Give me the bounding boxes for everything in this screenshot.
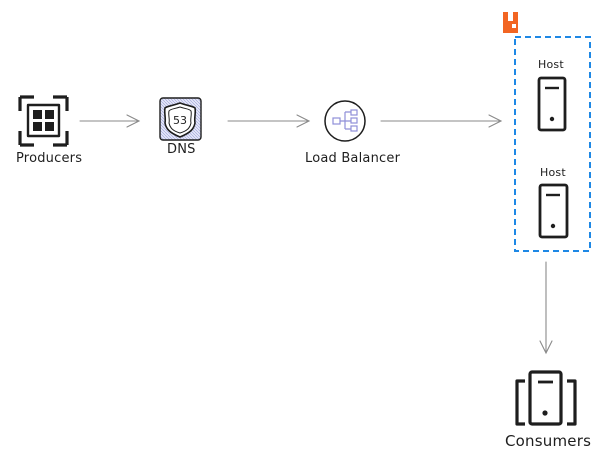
dns-badge-number: 53 <box>173 114 187 127</box>
grid-frame-icon <box>18 95 69 147</box>
arrow-load-balancer-to-cluster <box>380 114 503 128</box>
load-balancer-label: Load Balancer <box>305 151 401 166</box>
arrow-dns-to-load-balancer <box>227 114 311 128</box>
server-group-icon <box>515 370 577 426</box>
host-label: Host <box>538 58 564 71</box>
server-tower-icon <box>538 183 569 239</box>
arrow-cluster-to-consumers <box>539 261 553 355</box>
route53-shield-icon <box>159 97 202 141</box>
dns-label: DNS <box>167 142 196 157</box>
arrow-producers-to-dns <box>79 114 141 128</box>
server-tower-icon <box>537 76 567 132</box>
load-balancer-icon <box>324 100 366 142</box>
host-label: Host <box>540 166 566 179</box>
producers-label: Producers <box>16 151 83 166</box>
rabbitmq-logo-icon <box>503 12 518 33</box>
consumers-label: Consumers <box>505 432 592 450</box>
cluster-boundary <box>514 36 591 252</box>
